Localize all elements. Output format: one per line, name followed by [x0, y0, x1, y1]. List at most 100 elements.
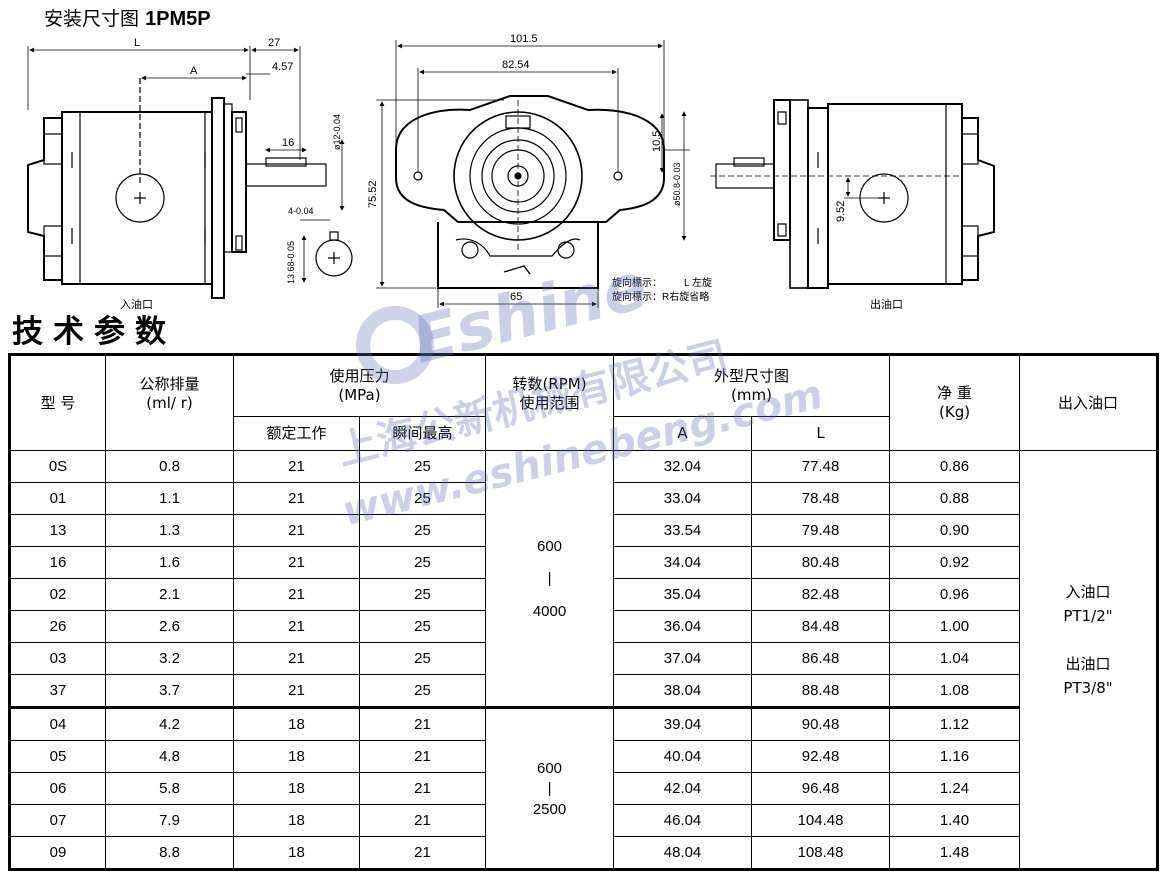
cell-dim-A: 42.04 [613, 772, 753, 805]
cell-displacement: 5.8 [105, 772, 234, 805]
header-dim-A: A [613, 416, 753, 451]
cell-dim-A: 36.04 [613, 610, 753, 643]
cell-weight: 1.08 [889, 674, 1021, 708]
dim-16: 16 [282, 137, 294, 149]
header-rated: 额定工作 [233, 416, 360, 451]
cell-peak-pressure: 25 [358, 674, 487, 708]
speed-low: 600 [537, 759, 563, 777]
dim-A: A [190, 65, 198, 77]
header-peak: 瞬间最高 [358, 416, 487, 451]
cell-displacement: 4.8 [105, 740, 234, 773]
cell-dim-A: 38.04 [613, 674, 753, 708]
cell-peak-pressure: 25 [358, 578, 487, 611]
cell-peak-pressure: 25 [358, 546, 487, 579]
cell-dim-A: 32.04 [613, 450, 753, 483]
cell-rated-pressure: 21 [233, 578, 360, 611]
front-view [376, 40, 690, 308]
dim-65: 65 [510, 291, 522, 303]
cell-displacement: 8.8 [105, 836, 234, 870]
cell-weight: 1.04 [889, 642, 1021, 675]
cell-weight: 0.90 [889, 514, 1021, 547]
cell-rated-pressure: 21 [233, 642, 360, 675]
cell-model: 0S [9, 450, 106, 483]
cell-dim-L: 80.48 [751, 546, 891, 579]
cell-weight: 0.96 [889, 578, 1021, 611]
dim-952: 9.52 [835, 201, 847, 222]
cell-rated-pressure: 18 [233, 772, 360, 805]
cell-displacement: 7.9 [105, 804, 234, 837]
cell-dim-L: 79.48 [751, 514, 891, 547]
cell-dim-L: 90.48 [751, 706, 891, 741]
dim-L: L [134, 37, 140, 49]
cell-peak-pressure: 25 [358, 482, 487, 515]
header-dim-L: L [751, 416, 891, 451]
cell-rated-pressure: 21 [233, 610, 360, 643]
header-weight: 净 重(Kg) [889, 354, 1021, 451]
cell-displacement: 2.1 [105, 578, 234, 611]
side-view-left [27, 46, 353, 299]
cell-dim-L: 92.48 [751, 740, 891, 773]
spec-table: 型 号 公称排量(ml/ r) 使用压力(MPa) 转数(RPM)使用范围 外型… [8, 353, 1160, 871]
cell-displacement: 1.1 [105, 482, 234, 515]
cell-displacement: 3.7 [105, 674, 234, 708]
cell-dim-A: 37.04 [613, 642, 753, 675]
dim-7552: 75.52 [367, 180, 379, 208]
speed-separator: | [547, 779, 552, 797]
cell-displacement: 4.2 [105, 706, 234, 741]
cell-rated-pressure: 18 [233, 804, 360, 837]
cell-speed-range: 600|4000 [485, 450, 615, 708]
cell-peak-pressure: 25 [358, 450, 487, 483]
rotation-label-right: 旋向標示：R右旋省略 [612, 290, 709, 303]
cell-peak-pressure: 21 [358, 706, 487, 741]
cell-speed-range: 600|2500 [485, 706, 615, 870]
dim-457: 4.57 [272, 61, 293, 73]
cell-displacement: 1.3 [105, 514, 234, 547]
cell-dim-L: 86.48 [751, 642, 891, 675]
cell-peak-pressure: 25 [358, 610, 487, 643]
cell-model: 05 [9, 740, 106, 773]
dim-27: 27 [268, 37, 280, 49]
header-dimensions: 外型尺寸图(mm) [613, 354, 891, 417]
cell-weight: 1.48 [889, 836, 1021, 870]
cell-dim-A: 33.04 [613, 482, 753, 515]
cell-dim-A: 39.04 [613, 706, 753, 741]
model-name: 1PM5P [145, 8, 211, 30]
cell-model: 37 [9, 674, 106, 708]
dim-8254: 82.54 [502, 59, 530, 71]
cell-rated-pressure: 21 [233, 514, 360, 547]
header-speed: 转数(RPM)使用范围 [485, 354, 615, 451]
cell-rated-pressure: 18 [233, 706, 360, 741]
cell-dim-A: 34.04 [613, 546, 753, 579]
speed-low: 600 [537, 537, 563, 555]
cell-peak-pressure: 25 [358, 642, 487, 675]
dim-1368: 13.68-0.05 [286, 241, 296, 284]
drawing-title-text: 安装尺寸图 [44, 8, 140, 30]
port-inlet-label: 入油口 [1065, 582, 1111, 601]
section-title: 技术参数 [12, 314, 176, 350]
port-inlet-size: PT1/2" [1063, 606, 1113, 625]
header-model: 型 号 [9, 354, 106, 451]
cell-rated-pressure: 21 [233, 674, 360, 708]
cell-model: 07 [9, 804, 106, 837]
cell-rated-pressure: 21 [233, 482, 360, 515]
cell-model: 04 [9, 706, 106, 741]
cell-model: 03 [9, 642, 106, 675]
cell-peak-pressure: 21 [358, 804, 487, 837]
cell-rated-pressure: 21 [233, 546, 360, 579]
cell-dim-L: 77.48 [751, 450, 891, 483]
cell-weight: 1.00 [889, 610, 1021, 643]
cell-dim-L: 84.48 [751, 610, 891, 643]
cell-dim-A: 48.04 [613, 836, 753, 870]
cell-peak-pressure: 21 [358, 772, 487, 805]
cell-dim-L: 108.48 [751, 836, 891, 870]
cell-model: 16 [9, 546, 106, 579]
